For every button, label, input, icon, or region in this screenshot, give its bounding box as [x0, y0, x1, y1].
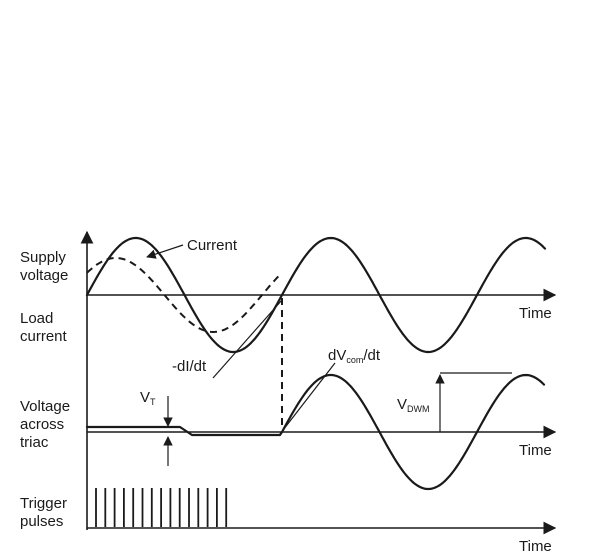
time-label-1: Time	[519, 305, 552, 322]
label-triac: triac	[20, 434, 49, 451]
label-supply: Supply	[20, 249, 66, 266]
vdwm-sub: DWM	[407, 404, 430, 414]
label-voltage: voltage	[20, 267, 68, 284]
current-pointer	[146, 244, 184, 259]
dvcom-tail: /dt	[363, 347, 381, 364]
label-across: across	[20, 416, 64, 433]
di-dt-label: -dI/dt	[172, 358, 207, 375]
supply-voltage-wave	[85, 236, 547, 354]
vdwm-main: V	[397, 396, 407, 413]
vt-main: V	[140, 389, 150, 406]
label-current: current	[20, 328, 68, 345]
label-trigger: Trigger	[20, 495, 67, 512]
current-annotation: Current	[187, 237, 238, 254]
dvcom-dt-tangent	[279, 362, 336, 435]
di-dt-tangent	[212, 299, 283, 379]
time-label-2: Time	[519, 442, 552, 459]
dvcom-label: dVcom/dt	[328, 347, 381, 365]
label-load: Load	[20, 310, 53, 327]
vt-label: VT	[140, 389, 156, 407]
triac-voltage-wave	[85, 373, 546, 491]
dvcom-sub: com	[346, 355, 363, 365]
time-label-3: Time	[519, 538, 552, 555]
vdwm-label: VDWM	[397, 396, 430, 414]
load-current-wave	[86, 257, 282, 334]
label-pulses: pulses	[20, 513, 63, 530]
vt-sub: T	[150, 397, 156, 407]
trigger-pulses-group	[95, 488, 228, 527]
label-voltage2: Voltage	[20, 398, 70, 415]
dvcom-main: dV	[328, 347, 346, 364]
